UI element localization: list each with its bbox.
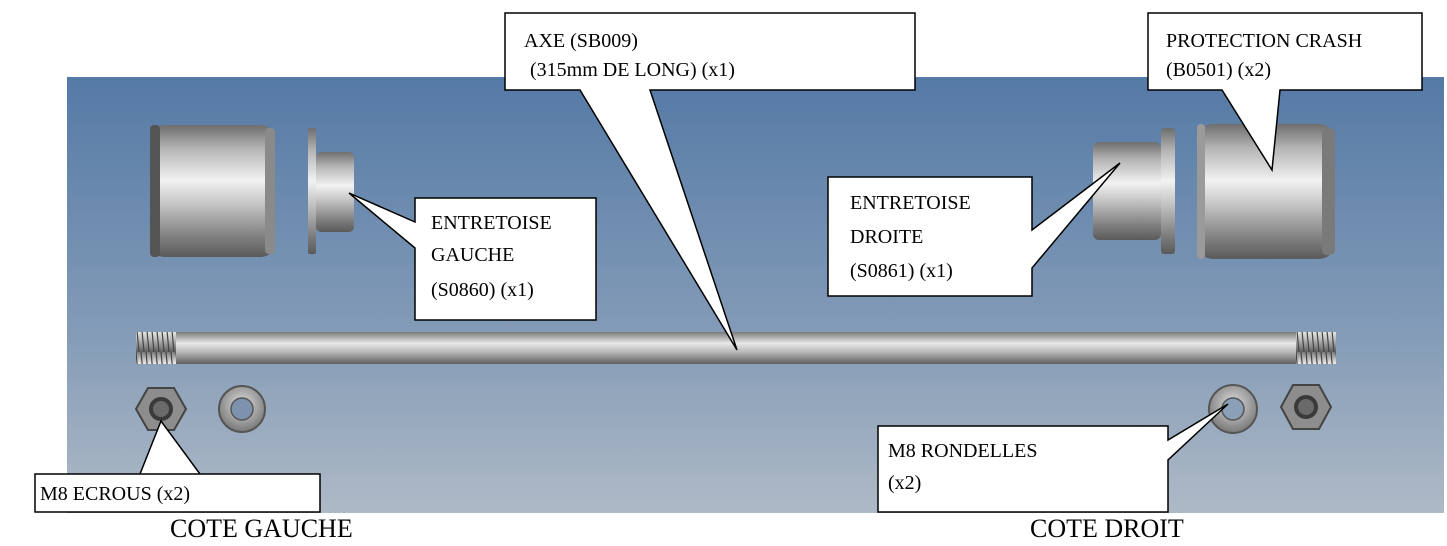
left-spacer-label-line1: ENTRETOISE — [431, 212, 552, 234]
washers-label-line2: (x2) — [888, 472, 922, 494]
axle-label-line1: AXE (SB009) — [524, 30, 638, 52]
left-spacer-callout — [348, 192, 597, 321]
right-spacer-label-line3: (S0861) (x1) — [850, 260, 953, 282]
washers-label-line1: M8 RONDELLES — [888, 440, 1038, 462]
left-spacer-label-line2: GAUCHE — [431, 244, 515, 266]
nuts-callout — [34, 419, 321, 513]
left-side-label: COTE GAUCHE — [170, 514, 353, 543]
right-spacer-label-line2: DROITE — [850, 226, 924, 248]
axle-callout — [504, 12, 916, 351]
right-nut — [1279, 384, 1333, 430]
crash-protection-label-line2: (B0501) (x2) — [1166, 59, 1271, 81]
left-washer — [218, 385, 266, 433]
axle-label-line2: (315mm DE LONG) (x1) — [530, 59, 735, 81]
right-spacer — [1093, 128, 1175, 254]
crash-protection-label-line1: PROTECTION CRASH — [1166, 30, 1363, 52]
left-nut — [134, 387, 188, 431]
nuts-label: M8 ECROUS (x2) — [40, 483, 191, 505]
crash-protection-callout — [1147, 12, 1423, 173]
washers-callout — [877, 403, 1229, 513]
right-crash-protection — [1197, 124, 1335, 259]
left-spacer-label-line3: (S0860) (x1) — [431, 279, 534, 301]
right-side-label: COTE DROIT — [1030, 514, 1184, 543]
right-spacer-callout — [827, 162, 1121, 297]
left-crash-protection — [150, 125, 275, 257]
right-washer — [1208, 384, 1258, 434]
right-spacer-label-line1: ENTRETOISE — [850, 192, 971, 214]
left-spacer — [308, 128, 354, 254]
